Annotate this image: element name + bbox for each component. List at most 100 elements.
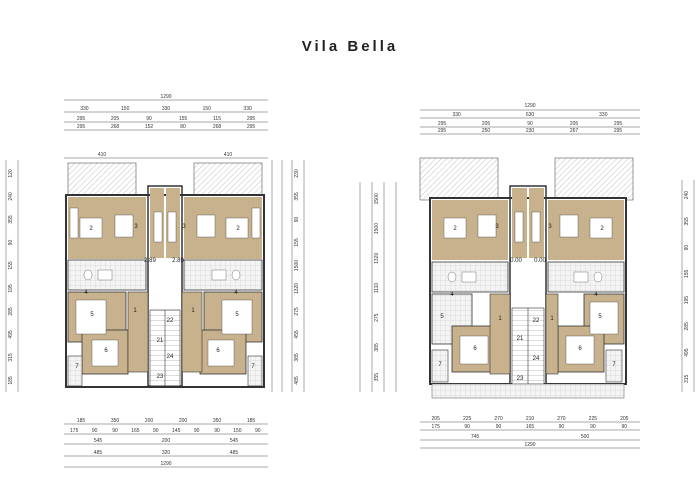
dimension-label: 165 <box>526 424 535 430</box>
room-number: 2.89 <box>144 258 156 264</box>
dimension-label: 545 <box>94 438 103 444</box>
dimension-label: 330 <box>162 106 171 112</box>
dimension-label: 485 <box>230 450 239 456</box>
room-number: 4 <box>594 292 598 298</box>
dimension-label: 295 <box>247 124 256 130</box>
dimension-label: 410 <box>224 152 233 158</box>
dimension-label: 230 <box>294 169 300 178</box>
dimension-label: 355 <box>374 373 380 382</box>
room-number: 4 <box>450 292 454 298</box>
room-number: 0.00 <box>510 258 522 264</box>
room-number: 24 <box>167 354 174 360</box>
top-dimensions-right <box>420 109 640 135</box>
dimension-label: 120 <box>8 169 14 178</box>
right-dimensions-right <box>681 180 695 392</box>
dimension-label: 1290 <box>160 461 171 467</box>
dimension-label: 90 <box>92 428 98 434</box>
room-number: 23 <box>517 376 524 382</box>
dimension-label: 385 <box>294 353 300 362</box>
room-number: 3 <box>182 224 186 230</box>
dimension-label: 90 <box>8 240 14 246</box>
dimension-label: 165 <box>131 428 140 434</box>
dimension-label: 185 <box>77 418 86 424</box>
dimension-label: 295 <box>438 121 447 127</box>
dimension-label: 495 <box>684 348 690 357</box>
room-number: 2.89 <box>172 258 184 264</box>
dimension-label: 90 <box>153 428 159 434</box>
dimension-label: 1320 <box>294 283 300 294</box>
dimension-label: 150 <box>121 106 130 112</box>
dimension-label: 90 <box>464 424 470 430</box>
dimension-label: 295 <box>614 128 623 134</box>
dimension-label: 90 <box>496 424 502 430</box>
dimension-label: 115 <box>213 116 221 122</box>
dimension-label: 225 <box>589 416 598 422</box>
dimension-label: 80 <box>180 124 186 130</box>
dimension-label: 270 <box>557 416 566 422</box>
room-number: 21 <box>517 336 524 342</box>
left-dimensions-right <box>359 182 397 392</box>
dimension-label: 1290 <box>160 94 171 100</box>
dimension-label: 205 <box>111 116 120 122</box>
dimension-label: 90 <box>559 424 565 430</box>
room-number: 6 <box>578 346 582 352</box>
dimension-label: 500 <box>581 434 590 440</box>
top-dimensions <box>64 99 268 159</box>
room-number: 5 <box>90 312 94 318</box>
room-number: 7 <box>612 362 616 368</box>
dimension-label: 205 <box>570 121 579 127</box>
right-dimensions <box>271 160 305 392</box>
room-number: 3 <box>548 224 552 230</box>
balcony-right <box>193 162 263 196</box>
dimension-label: 90 <box>294 217 300 223</box>
dimension-label: 210 <box>526 416 535 422</box>
balcony-right-2 <box>554 157 634 201</box>
bottom-dimensions-right <box>420 421 640 449</box>
dimension-label: 295 <box>614 121 623 127</box>
dimension-label: 320 <box>162 450 171 456</box>
page-title: Vila Bella <box>301 38 399 55</box>
dimension-label: 295 <box>247 116 256 122</box>
bottom-dimensions <box>64 423 268 468</box>
dimension-label: 1500 <box>374 193 380 204</box>
room-number: 1 <box>498 316 502 322</box>
dimension-label: 315 <box>684 374 690 383</box>
dimension-label: 315 <box>8 353 14 362</box>
dimension-label: 90 <box>146 116 152 122</box>
dimension-label: 175 <box>432 424 441 430</box>
dimension-label: 350 <box>213 418 222 424</box>
room-number: 7 <box>75 364 79 370</box>
dimension-label: 175 <box>70 428 79 434</box>
dimension-label: 545 <box>230 438 239 444</box>
room-number: 4 <box>84 290 88 296</box>
dimension-label: 155 <box>179 116 188 122</box>
dimension-label: 1320 <box>374 253 380 264</box>
dimension-label: 285 <box>8 307 14 316</box>
room-number: 6 <box>473 346 477 352</box>
room-number: 3 <box>134 224 138 230</box>
dimension-label: 330 <box>243 106 252 112</box>
dimension-label: 295 <box>77 116 86 122</box>
dimension-label: 145 <box>172 428 181 434</box>
dimension-label: 200 <box>179 418 188 424</box>
dimension-label: 355 <box>684 217 690 226</box>
dimension-label: 275 <box>374 313 380 322</box>
left-dimensions <box>5 160 19 392</box>
dimension-label: 410 <box>98 152 107 158</box>
room-number: 6 <box>216 348 220 354</box>
dimension-label: 90 <box>194 428 200 434</box>
dimension-label: 230 <box>526 128 535 134</box>
room-number: 5 <box>598 314 602 320</box>
dimension-label: 155 <box>8 261 14 270</box>
dimension-label: 90 <box>527 121 533 127</box>
dimension-label: 90 <box>112 428 118 434</box>
dimension-label: 285 <box>684 322 690 331</box>
dimension-label: 1290 <box>524 103 535 109</box>
dimension-label: 152 <box>145 124 154 130</box>
room-number: 2 <box>236 226 240 232</box>
dimension-label: 205 <box>620 416 629 422</box>
dimension-label: 268 <box>111 124 120 130</box>
dimension-label: 295 <box>77 124 86 130</box>
